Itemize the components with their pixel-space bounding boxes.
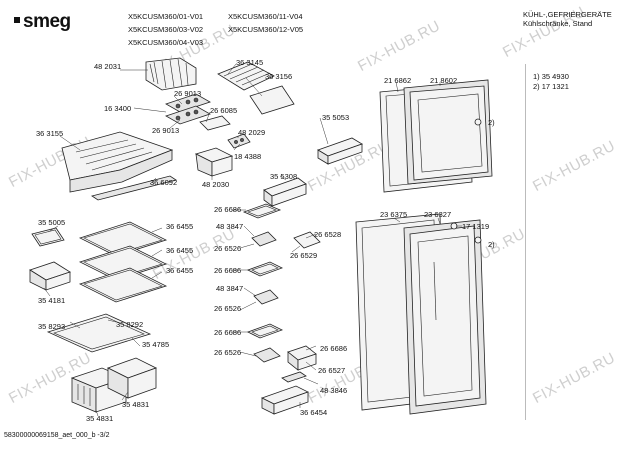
brand-name: smeg	[23, 11, 71, 32]
part-number-label: 17 1319	[462, 222, 490, 231]
part-number-label: 48 3847	[216, 284, 244, 293]
part-number-label: 26 6686	[214, 328, 242, 337]
part-number-label: 35 4785	[142, 340, 170, 349]
part-number-label: 48 3846	[320, 386, 348, 395]
part-number-label: 26 6529	[290, 251, 318, 260]
door-note-marker: 2)	[488, 240, 495, 249]
part-number-label: 21 8602	[430, 76, 458, 85]
part-number-label: 36 6455	[166, 266, 194, 275]
part-number-label: 36 3155	[36, 129, 64, 138]
shelf-strip-part	[46, 313, 152, 353]
part-number-label: 35 4181	[38, 296, 66, 305]
category-subtitle: Kühlschränke, Stand	[523, 19, 593, 28]
logo-square-icon	[14, 17, 20, 23]
glass-shelf-part	[78, 221, 168, 303]
bottle-shelf-part	[260, 385, 310, 415]
drawer-part	[61, 131, 174, 193]
part-number-label: 26 6686	[214, 266, 242, 275]
part-number-label: 26 6526	[214, 304, 242, 313]
brand-logo: smeg	[14, 11, 71, 33]
part-number-label: 35 4831	[86, 414, 114, 423]
basket-part	[145, 57, 197, 91]
part-number-label: 16 3400	[104, 104, 132, 113]
freezer-door-part	[379, 79, 493, 193]
part-number-label: 26 6527	[318, 366, 346, 375]
part-number-label: 26 6686	[320, 344, 348, 353]
part-number-label: 35 5308	[270, 172, 298, 181]
part-number-label: 48 3847	[216, 222, 244, 231]
part-number-label: 26 6085	[210, 106, 238, 115]
part-number-label: 35 8292	[116, 320, 144, 329]
hinge-screw-icon	[474, 118, 482, 126]
panel-part	[249, 85, 295, 115]
part-number-label: 48 2031	[94, 62, 122, 71]
part-number-label: 36 6092	[150, 178, 178, 187]
part-number-label: 35 4831	[122, 400, 150, 409]
cover-strip-part	[91, 175, 177, 201]
model-number: X5KCUSM360/03-V02	[128, 25, 204, 34]
part-number-label: 26 9013	[152, 126, 180, 135]
crisper-bin-part	[70, 357, 158, 413]
box-part	[194, 147, 234, 177]
part-number-label: 35 8293	[38, 322, 66, 331]
door-note-marker: 2)	[488, 118, 495, 127]
part-number-label: 18 4388	[234, 152, 262, 161]
legend-entry: 1) 35 4930	[533, 72, 569, 81]
part-number-label: 23 6327	[424, 210, 452, 219]
tray-part	[165, 93, 211, 125]
part-number-label: 35 5053	[322, 113, 350, 122]
part-number-label: 36 6454	[300, 408, 328, 417]
document-id: 58300000069158_aet_000_b -3/2	[4, 432, 110, 439]
part-number-label: 26 6686	[214, 205, 242, 214]
part-number-label: 36 3156	[265, 72, 293, 81]
basket-part	[29, 261, 71, 291]
part-number-label: 36 6455	[166, 222, 194, 231]
door-shelf-part	[317, 137, 363, 165]
part-number-label: 26 9013	[174, 89, 202, 98]
leader-lines	[43, 63, 462, 417]
legend-entry: 2) 17 1321	[533, 82, 569, 91]
part-number-label: 36 6455	[166, 246, 194, 255]
hinge-bracket-part	[199, 115, 251, 149]
hinge-screw-icon	[474, 236, 482, 244]
part-number-label: 36 3145	[236, 58, 264, 67]
part-number-label: 26 6526	[214, 348, 242, 357]
part-number-label: 23 6375	[380, 210, 408, 219]
part-number-label: 26 6526	[214, 244, 242, 253]
model-number: X5KCUSM360/12-V05	[228, 25, 304, 34]
part-number-label: 26 6528	[314, 230, 342, 239]
model-number: X5KCUSM360/11-V04	[228, 12, 303, 21]
door-shelf-part	[263, 177, 307, 207]
small-tray-part	[31, 227, 65, 247]
part-number-label: 21 6862	[384, 76, 412, 85]
category-title: KÜHL-,GEFRIERGERÄTE	[523, 10, 612, 19]
fridge-door-part	[355, 213, 487, 415]
part-number-label: 48 2029	[238, 128, 266, 137]
model-number: X5KCUSM360/04-V03	[128, 38, 204, 47]
model-number: X5KCUSM360/01-V01	[128, 12, 204, 21]
part-number-label: 35 5005	[38, 218, 66, 227]
egg-tray-part	[242, 203, 321, 383]
part-number-label: 48 2030	[202, 180, 230, 189]
legend-panel	[525, 64, 636, 420]
